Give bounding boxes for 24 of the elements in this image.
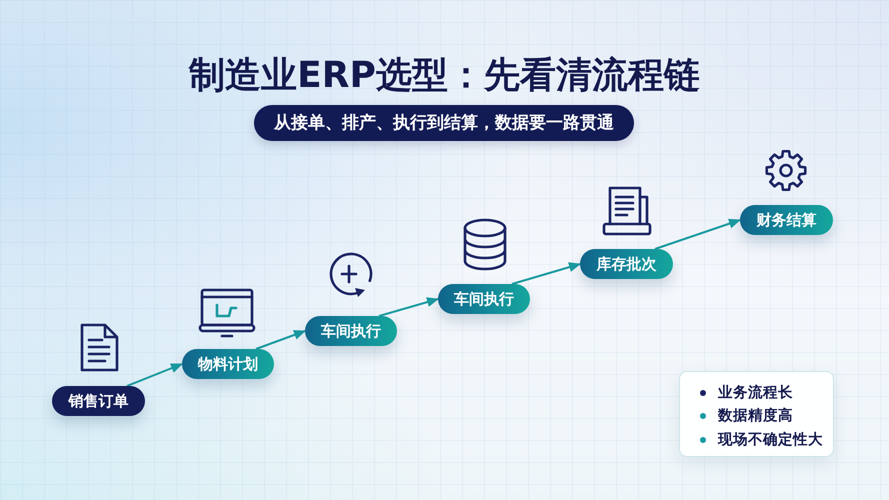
note-text: 现场不确定性大 bbox=[718, 430, 823, 450]
flow-arrow bbox=[512, 262, 581, 285]
step-label: 财务结算 bbox=[756, 210, 816, 230]
flow-arrow bbox=[126, 363, 183, 387]
process-step-pill bbox=[52, 386, 145, 416]
process-step-pill bbox=[182, 349, 274, 379]
banner-text: 从接单、排产、执行到结算，数据要一路贯通 bbox=[274, 112, 614, 134]
subtitle-banner bbox=[254, 105, 634, 141]
process-step-pill bbox=[438, 284, 530, 314]
title-heading: 制造业ERP选型：先看清流程链 bbox=[189, 54, 700, 98]
step-label: 车间执行 bbox=[321, 321, 381, 341]
note-text: 业务流程长 bbox=[718, 384, 793, 403]
flow-arrow bbox=[654, 218, 741, 250]
process-step-pill bbox=[580, 249, 673, 279]
notes-card bbox=[679, 371, 834, 457]
process-step-pill bbox=[305, 316, 397, 346]
process-step-pill bbox=[740, 205, 833, 235]
step-label: 销售订单 bbox=[68, 391, 128, 411]
step-label: 库存批次 bbox=[596, 254, 656, 274]
step-label: 车间执行 bbox=[454, 289, 514, 309]
flow-arrow bbox=[256, 330, 306, 350]
flow-arrow bbox=[378, 297, 439, 317]
step-label: 物料计划 bbox=[198, 354, 258, 374]
note-text: 数据精度高 bbox=[718, 406, 793, 426]
